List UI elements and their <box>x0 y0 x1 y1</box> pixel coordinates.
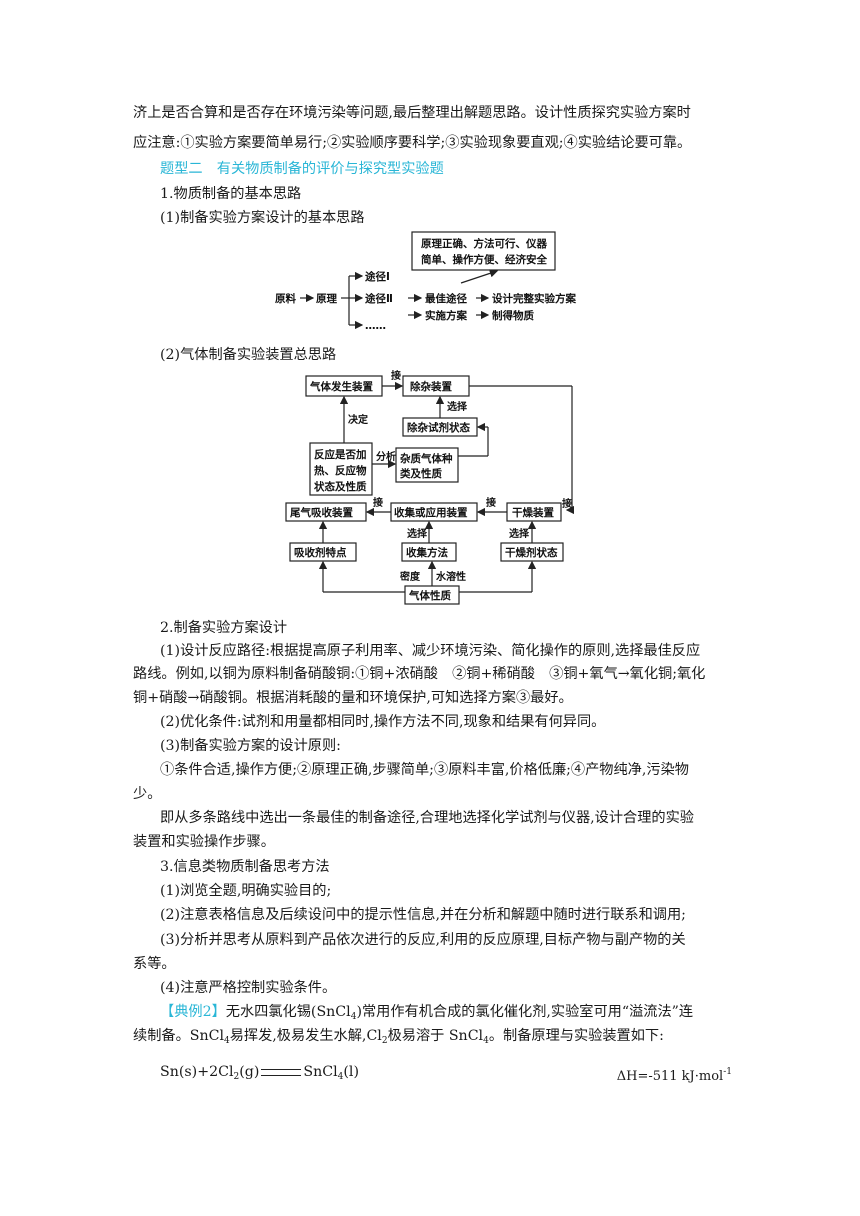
choose-label: 选择 <box>447 400 468 413</box>
impurity-line: 类及性质 <box>400 467 442 480</box>
connect-label: 接 <box>373 496 383 509</box>
collection-label: 收集或应用装置 <box>394 506 468 519</box>
principle-label: 原理 <box>316 293 337 305</box>
subheading: (2)气体制备实验装置总思路 <box>160 347 337 363</box>
impurity-line: 杂质气体种 <box>400 452 453 465</box>
paragraph-line: (2)优化条件:试剂和用量都相同时,操作方法不同,现象和结果有何异同。 <box>160 714 606 730</box>
paragraph-line: (3)分析并思考从原料到产品依次进行的反应,利用的反应原理,目标产物与副产物的关 <box>160 932 686 948</box>
raw-material-label: 原料 <box>275 292 296 305</box>
route-two-label: 途径Ⅱ <box>365 292 393 305</box>
subheading: (1)制备实验方案设计的基本思路 <box>160 210 365 226</box>
reaction-condition-line: 状态及性质 <box>314 480 367 493</box>
connect-label: 接 <box>562 497 572 510</box>
example-line: 续制备。SnCl4易挥发,极易发生水解,Cl2极易溶于 SnCl4。制备原理与实… <box>133 1028 664 1046</box>
section-title: 题型二 有关物质制备的评价与探究型实验题 <box>160 161 444 177</box>
more-routes-label: …… <box>365 320 386 332</box>
paragraph-line: (3)制备实验方案的设计原则: <box>160 738 341 754</box>
paragraph-line: 铜+硝酸→硝酸铜。根据消耗酸的量和环境保护,可知选择方案③最好。 <box>133 690 573 706</box>
desiccant-label: 干燥剂状态 <box>505 546 558 559</box>
reaction-condition-line: 反应是否加 <box>314 448 367 461</box>
paragraph-line: (4)注意严格控制实验条件。 <box>160 980 337 996</box>
choose-label: 选择 <box>509 527 530 540</box>
enthalpy-change: ΔH=-511 kJ·mol-1 <box>616 1067 732 1084</box>
connect-label: 接 <box>391 369 401 382</box>
analyze-label: 分析 <box>376 450 396 463</box>
design-scheme-label: 设计完整实验方案 <box>492 292 576 305</box>
principle-note-line: 原理正确、方法可行、仪器 <box>421 237 547 250</box>
heading: 1.物质制备的基本思路 <box>160 186 302 202</box>
collection-method-label: 收集方法 <box>406 546 448 559</box>
principle-note-box <box>411 231 556 271</box>
solubility-label: 水溶性 <box>435 570 466 583</box>
paragraph-line: 应注意:①实验方案要简单易行;②实验顺序要科学;③实验现象要直观;④实验结论要可… <box>133 135 692 151</box>
implement-scheme-label: 实施方案 <box>425 309 467 322</box>
connect-label: 接 <box>486 496 496 509</box>
principle-note-line: 简单、操作方便、经济安全 <box>421 253 547 266</box>
heading: 2.制备实验方案设计 <box>160 620 288 636</box>
route-one-label: 途径Ⅰ <box>365 270 390 283</box>
tail-gas-label: 尾气吸收装置 <box>290 506 353 519</box>
impurity-box <box>395 447 459 483</box>
gas-preparation-flow-diagram: 气体发生装置 除杂装置 接 接 除杂试剂状态 选择 反应是否加 热、反应物 状态… <box>285 369 575 605</box>
paragraph-line: 系等。 <box>133 956 176 972</box>
paragraph-line: (1)设计反应路径:根据提高原子利用率、减少环境污染、简化操作的原则,选择最佳反… <box>160 643 701 659</box>
purification-label: 除杂装置 <box>410 380 452 393</box>
reaction-condition-box <box>309 442 373 496</box>
drying-label: 干燥装置 <box>512 506 554 519</box>
choose-label: 选择 <box>407 527 428 540</box>
paragraph-line: 路线。例如,以铜为原料制备硝酸铜:①铜+浓硝酸 ②铜+稀硝酸 ③铜+氧气→氧化铜… <box>133 666 706 682</box>
gas-generator-label: 气体发生装置 <box>309 380 373 393</box>
obtain-product-label: 制得物质 <box>492 309 534 322</box>
paragraph-line: 济上是否合算和是否存在环境污染等问题,最后整理出解题思路。设计性质探究实验方案时 <box>133 105 691 121</box>
example-label: 【典例2】 <box>160 1004 226 1020</box>
gas-property-label: 气体性质 <box>408 589 451 602</box>
preparation-route-diagram: 原理正确、方法可行、仪器 简单、操作方便、经济安全 原料 原理 途径Ⅰ 途径Ⅱ … <box>275 231 576 332</box>
paragraph-line: (1)浏览全题,明确实验目的; <box>160 883 332 899</box>
paragraph-line: ①条件合适,操作方便;②原理正确,步骤简单;③原料丰富,价格低廉;④产物纯净,污… <box>160 762 689 778</box>
reagent-state-label: 除杂试剂状态 <box>407 421 470 434</box>
example-line: 【典例2】无水四氯化锡(SnCl4)常用作有机合成的氯化催化剂,实验室可用“溢流… <box>160 1004 694 1022</box>
equals-sign <box>261 1068 302 1076</box>
reaction-condition-line: 热、反应物 <box>314 464 367 477</box>
paragraph-line: 装置和实验操作步骤。 <box>133 834 275 850</box>
reaction-equation: Sn(s)+2Cl2(g)SnCl4(l) <box>160 1064 359 1082</box>
paragraph-line: 即从多条路线中选出一条最佳的制备途径,合理地选择化学试剂与仪器,设计合理的实验 <box>160 810 694 826</box>
heading: 3.信息类物质制备思考方法 <box>160 859 330 875</box>
decide-label: 决定 <box>348 413 368 426</box>
density-label: 密度 <box>400 570 421 583</box>
best-route-label: 最佳途径 <box>425 292 467 305</box>
paragraph-line: 少。 <box>133 786 162 802</box>
absorbent-label: 吸收剂特点 <box>294 546 347 559</box>
paragraph-line: (2)注意表格信息及后续设问中的提示性信息,并在分析和解题中随时进行联系和调用; <box>160 907 686 923</box>
